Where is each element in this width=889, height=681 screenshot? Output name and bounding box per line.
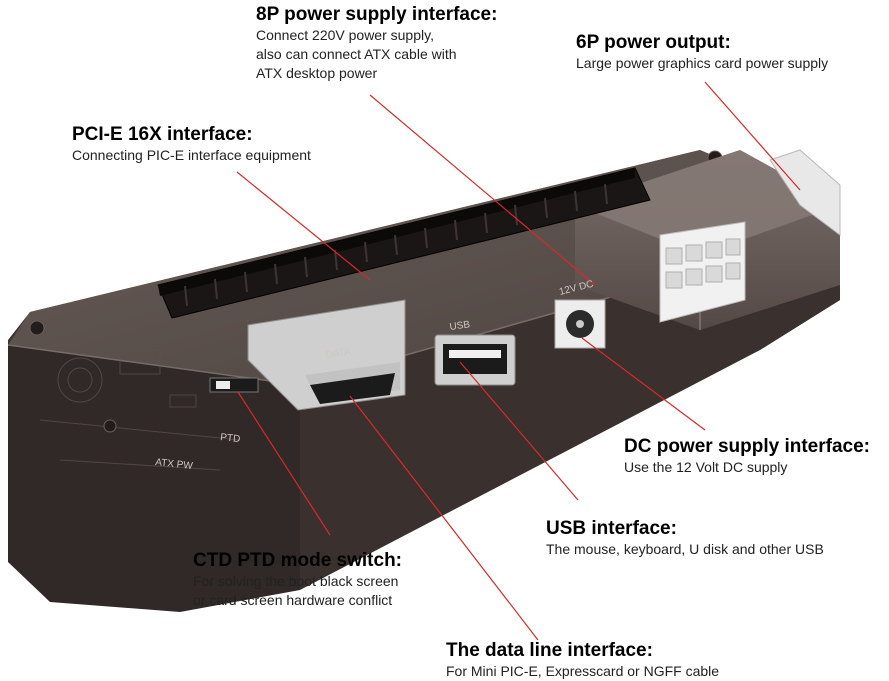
connector-8pin — [659, 221, 746, 323]
board-label-atx: ATX PW — [155, 457, 194, 472]
leader-dataline — [349, 395, 539, 641]
leader-6p — [704, 81, 801, 191]
callout-8p-power: 8P power supply interface: Connect 220V … — [256, 4, 497, 83]
callout-pcie: PCI-E 16X interface: Connecting PIC-E in… — [72, 124, 311, 165]
callout-title: 8P power supply interface: — [256, 4, 498, 25]
dc-jack — [554, 299, 606, 349]
callout-ctd-switch: CTD PTD mode switch: For solving the boo… — [193, 550, 402, 610]
board-label-data: DATA — [325, 347, 352, 361]
callout-desc-line: Large power graphics card power supply — [576, 55, 829, 71]
callout-title: The data line interface: — [446, 640, 653, 661]
callout-desc-line: Use the 12 Volt DC supply — [624, 459, 788, 475]
leader-usb — [459, 361, 579, 501]
callout-desc-line: For Mini PIC-E, Expresscard or NGFF cabl… — [446, 663, 720, 679]
callout-desc-line: Connecting PIC-E interface equipment — [72, 147, 311, 163]
connector-6pin — [769, 149, 841, 236]
callout-desc-line: For solving the boot black screen — [193, 573, 399, 589]
callout-desc-line: also can connect ATX cable with — [256, 46, 457, 62]
callout-desc-line: ATX desktop power — [256, 65, 378, 81]
callout-title: USB interface: — [546, 518, 677, 539]
callout-title: CTD PTD mode switch: — [193, 550, 403, 571]
hdmi-port — [247, 299, 406, 411]
callout-desc-line: or card screen hardware conflict — [193, 592, 393, 608]
callout-data-line: The data line interface: For Mini PIC-E,… — [446, 640, 719, 681]
board-label-usb: USB — [449, 319, 471, 333]
callout-title: PCI-E 16X interface: — [72, 124, 253, 145]
leader-dc — [581, 337, 706, 431]
leader-pcie — [236, 171, 371, 281]
callout-title: 6P power output: — [576, 32, 731, 53]
callout-title: DC power supply interface: — [624, 436, 870, 457]
callout-desc-line: The mouse, keyboard, U disk and other US… — [546, 541, 824, 557]
leader-lines — [236, 81, 801, 641]
mode-switch — [209, 377, 259, 393]
leader-8p — [369, 94, 596, 286]
leader-ctd — [237, 391, 331, 536]
callout-dc-power: DC power supply interface: Use the 12 Vo… — [624, 436, 870, 477]
callout-desc-line: Connect 220V power supply, — [256, 27, 434, 43]
callout-usb: USB interface: The mouse, keyboard, U di… — [546, 518, 824, 559]
usb-port — [434, 334, 516, 386]
board-label-ptd: PTD — [220, 432, 241, 445]
pcie-slot — [157, 167, 651, 319]
callout-6p-power: 6P power output: Large power graphics ca… — [576, 32, 828, 73]
